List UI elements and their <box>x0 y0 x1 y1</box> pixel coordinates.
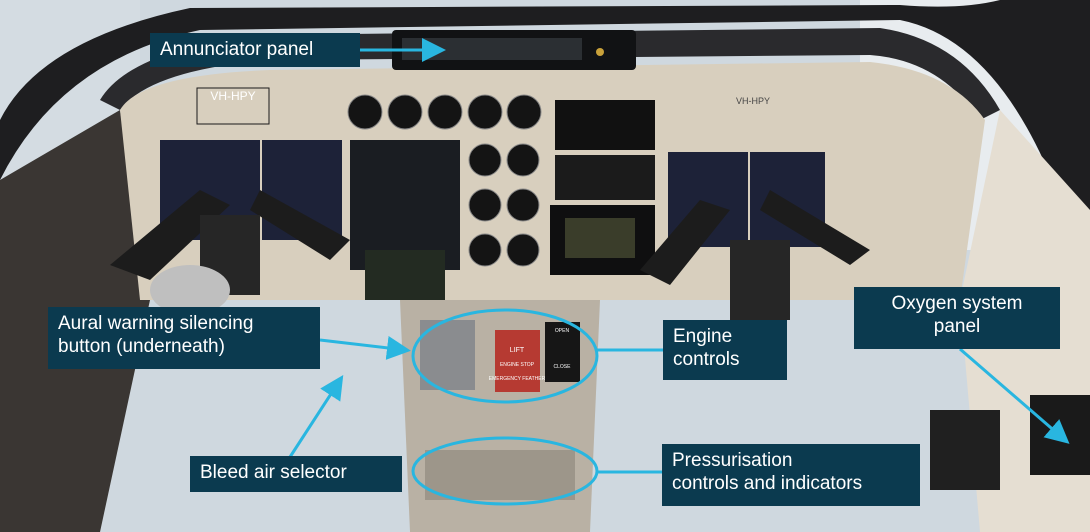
pressurisation-panel <box>425 450 575 500</box>
aural-warning-arrow <box>319 335 411 360</box>
oil-temp-close-text: CLOSE <box>554 364 572 370</box>
gauge-column-center <box>468 143 540 267</box>
headset <box>150 265 230 315</box>
pressurisation-label: Pressurisation controls and indicators <box>662 444 920 506</box>
registration-left: VH-HPY <box>210 89 255 103</box>
aural-warning-label: Aural warning silencing button (undernea… <box>48 307 320 369</box>
registration-left-frame <box>196 87 270 125</box>
left-yoke <box>110 190 350 295</box>
engine-controls-ellipse <box>411 308 599 404</box>
right-yoke <box>640 190 870 320</box>
bleed-air-arrow <box>288 374 344 458</box>
oxygen-arrow <box>959 347 1070 444</box>
oxygen-system-label: Oxygen system panel <box>854 287 1060 349</box>
engine-controls-label: Engine controls <box>663 320 787 380</box>
center-left-display <box>350 140 460 270</box>
oil-temp-panel <box>545 322 580 382</box>
fuel-lever-left <box>495 330 540 392</box>
annunciator-lights <box>402 38 582 60</box>
annunciator-panel-label: Annunciator panel <box>150 33 360 67</box>
side-panel <box>930 410 1000 490</box>
gauge-row-top <box>347 94 542 130</box>
bleed-air-selector-label: Bleed air selector <box>190 456 402 492</box>
autopilot-panel <box>555 155 655 200</box>
fuel-lever-lift-text: LIFT <box>510 347 525 354</box>
navcom-screen <box>565 218 635 258</box>
oil-temp-open-text: OPEN <box>555 328 570 334</box>
audio-panel <box>555 100 655 150</box>
cockpit-frame <box>0 0 1090 210</box>
registration-right: VH-HPY <box>736 96 770 106</box>
gps-display <box>365 250 445 300</box>
fuel-lever-feather-text: EMERGENCY FEATHER <box>489 376 546 382</box>
fuel-lever-stop-text: ENGINE STOP <box>500 362 535 368</box>
annunciator-knob <box>596 48 604 56</box>
